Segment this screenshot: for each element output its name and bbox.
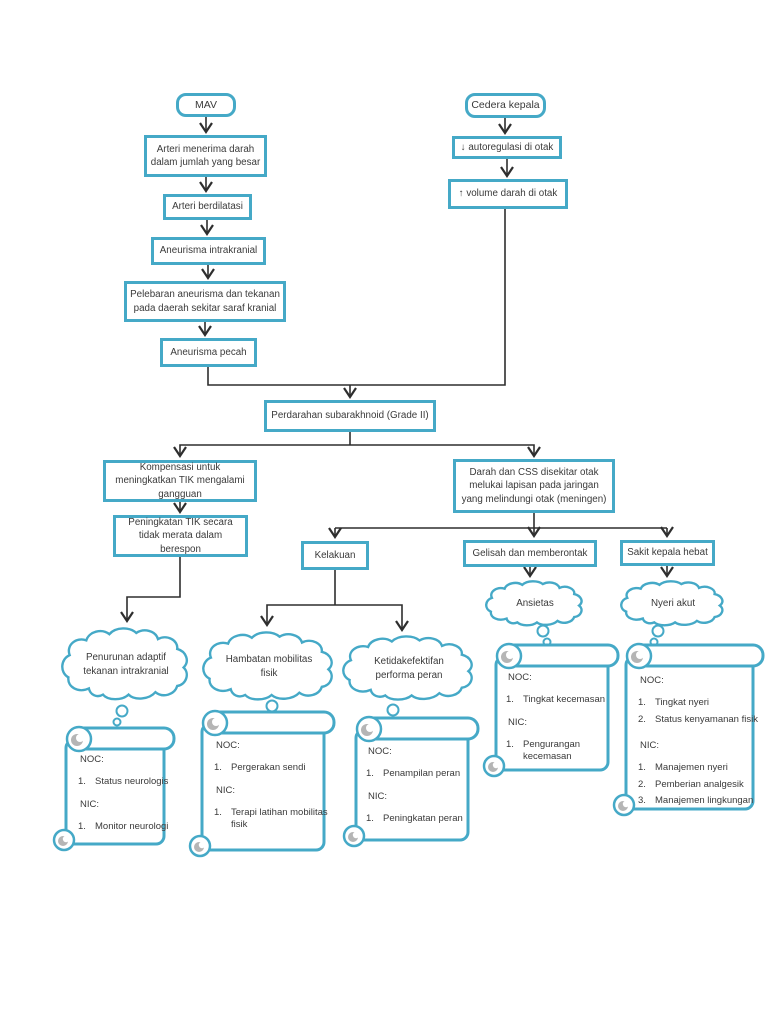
node-darah-css-meningen: Darah dan CSS disekitar otak melukai lap… (453, 459, 615, 513)
care-plan-mobilitas: NOC: Pergerakan sendi NIC: Terapi latiha… (214, 740, 328, 842)
node-kelakuan: Kelakuan (301, 541, 369, 570)
noc-item-text: Tingkat kecemasan (523, 694, 606, 706)
nic-list: Terapi latihan mobilitas fisik (214, 807, 328, 832)
noc-heading: NOC: (640, 675, 664, 686)
scroll-shape-icon (52, 725, 176, 852)
nic-heading: NIC: (508, 716, 527, 728)
flow-arrow (260, 604, 335, 627)
thought-bubble-icon (265, 699, 279, 713)
flow-arrow (335, 604, 409, 632)
nic-list: Pengurangan kecemasan (506, 739, 610, 764)
node-gelisah-memberontak: Gelisah dan memberontak (463, 540, 597, 567)
noc-item-text: Status kenyamanan fisik (655, 713, 758, 725)
noc-list: Penampilan peran (366, 768, 470, 780)
node-arteri-menerima: Arteri menerima darah dalam jumlah yang … (144, 135, 267, 177)
thought-bubbles (112, 624, 665, 727)
noc-heading: NOC: (508, 672, 532, 683)
nic-item-text: Pemberian analgesik (655, 778, 744, 790)
thought-clouds (61, 580, 724, 701)
flow-arrow (120, 557, 181, 623)
nic-list: Peningkatan peran (366, 813, 470, 825)
noc-heading: NOC: (368, 746, 392, 757)
nic-item: Monitor neurologi (78, 821, 170, 833)
noc-heading: NOC: (216, 740, 240, 751)
nic-list: Monitor neurologi (78, 821, 170, 833)
nic-item: Manajemen lingkungan (638, 795, 760, 807)
noc-list: Tingkat nyeri Status kenyamanan fisik (638, 697, 760, 726)
noc-item: Tingkat kecemasan (506, 694, 610, 706)
flow-arrow (173, 444, 350, 458)
node-sakit-kepala-hebat: Sakit kepala hebat (620, 540, 715, 566)
noc-list: Tingkat kecemasan (506, 694, 610, 706)
noc-item: Tingkat nyeri (638, 697, 760, 709)
thought-bubble-icon (386, 703, 400, 717)
noc-list: Status neurologis (78, 776, 170, 788)
node-autoregulasi: ↓ autoregulasi di otak (452, 136, 562, 159)
nic-heading: NIC: (80, 798, 99, 810)
node-aneurisma-pecah: Aneurisma pecah (160, 338, 257, 367)
noc-item-text: Pergerakan sendi (231, 762, 306, 774)
noc-item: Pergerakan sendi (214, 762, 328, 774)
care-plan-peran: NOC: Penampilan peran NIC: Peningkatan p… (366, 746, 470, 835)
nic-item: Manajemen nyeri (638, 762, 760, 774)
nic-heading: NIC: (368, 790, 387, 802)
care-plan-nyeri: NOC: Tingkat nyeri Status kenyamanan fis… (638, 675, 760, 817)
nic-item-text: Terapi latihan mobilitas fisik (231, 807, 328, 831)
noc-item-text: Status neurologis (95, 776, 169, 788)
nic-item: Peningkatan peran (366, 813, 470, 825)
nic-item-text: Pengurangan kecemasan (523, 739, 581, 763)
nic-item: Terapi latihan mobilitas fisik (214, 807, 328, 832)
flow-arrow (350, 444, 541, 458)
noc-item-text: Tingkat nyeri (655, 697, 710, 709)
thought-cloud-icon (61, 627, 188, 700)
nic-item: Pemberian analgesik (638, 779, 760, 791)
thought-bubble-icon (112, 717, 122, 727)
nic-heading: NIC: (216, 784, 235, 796)
connector-lines (120, 117, 674, 632)
noc-item: Penampilan peran (366, 768, 470, 780)
nic-item-text: Monitor neurologi (95, 821, 169, 833)
node-peningkatan-tik: Peningkatan TIK secara tidak merata dala… (113, 515, 248, 557)
scroll-shapes (52, 642, 765, 858)
node-kompensasi-tik: Kompensasi untuk meningkatkan TIK mengal… (103, 460, 257, 502)
thought-bubble-icon (651, 624, 665, 638)
node-cedera-kepala: Cedera kepala (465, 93, 546, 118)
thought-cloud-icon (202, 631, 333, 701)
nic-item: Pengurangan kecemasan (506, 739, 610, 764)
thought-cloud-icon (342, 635, 473, 701)
node-pelebaran-aneurisma: Pelebaran aneurisma dan tekanan pada dae… (124, 281, 286, 322)
noc-heading: NOC: (80, 754, 104, 765)
node-mav: MAV (176, 93, 236, 117)
noc-item: Status neurologis (78, 776, 170, 788)
noc-item: Status kenyamanan fisik (638, 714, 760, 726)
thought-bubble-icon (115, 704, 129, 718)
nic-list: Manajemen nyeri Pemberian analgesik Mana… (638, 762, 760, 807)
nic-item-text: Manajemen nyeri (655, 762, 728, 774)
node-perdarahan-subarakhnoid: Perdarahan subarakhnoid (Grade II) (264, 400, 436, 432)
nic-item-text: Peningkatan peran (383, 813, 463, 825)
noc-item-text: Penampilan peran (383, 768, 461, 780)
care-plan-neurologis: NOC: Status neurologis NIC: Monitor neur… (78, 754, 170, 843)
node-volume-darah: ↑ volume darah di otak (448, 179, 568, 209)
thought-bubble-icon (536, 624, 550, 638)
care-plan-kecemasan: NOC: Tingkat kecemasan NIC: Pengurangan … (506, 672, 610, 774)
thought-cloud-icon (620, 580, 724, 626)
nic-heading: NIC: (640, 740, 659, 752)
thought-cloud-icon (485, 580, 583, 626)
flow-line (207, 209, 506, 386)
noc-list: Pergerakan sendi (214, 762, 328, 774)
node-aneurisma-intrakranial: Aneurisma intrakranial (151, 237, 266, 265)
node-arteri-berdilatasi: Arteri berdilatasi (163, 194, 252, 220)
nic-item-text: Manajemen lingkungan (655, 795, 754, 807)
